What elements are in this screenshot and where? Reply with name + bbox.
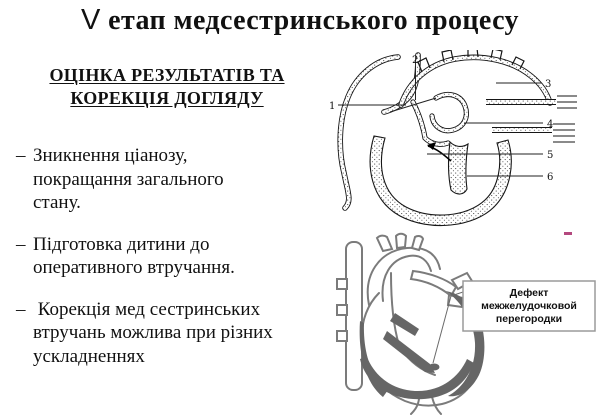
interventricular-septum [448, 140, 469, 195]
title-text: етап медсестринського процесу [100, 5, 519, 36]
defect-arrowhead [427, 142, 436, 150]
bullet-dash: – [16, 298, 26, 320]
aortic-arch-outer [366, 246, 441, 306]
bottom-vessel-fork-right [431, 396, 442, 415]
heart-dark-walls [359, 291, 485, 400]
superior-vena-cava [345, 241, 363, 391]
callout-leader-line [432, 291, 464, 364]
bullet-list: – Зникнення ціанозу, покращання загально… [16, 144, 318, 368]
label-4: 4 [547, 119, 553, 130]
bullet-item: – Зникнення ціанозу, покращання загально… [16, 144, 318, 215]
title-roman-numeral: V [81, 4, 101, 36]
bullet-dash: – [16, 233, 26, 255]
bullet-line: втручань можлива при різних [33, 322, 273, 343]
section-heading: ОЦІНКА РЕЗУЛЬТАТІВ ТА КОРЕКЦІЯ ДОГЛЯДУ [16, 64, 318, 110]
bullet-item: – Корекція мед сестринських втручань мож… [16, 298, 318, 369]
label-1: 1 [329, 101, 335, 112]
label-2-slash [389, 97, 437, 113]
bullet-line: ускладненнях [33, 345, 145, 367]
valve-dark-band [390, 313, 419, 336]
arch-branch-1 [375, 234, 394, 253]
bullet-line: Корекція мед сестринських [33, 298, 261, 320]
bullet-item: – Підготовка дитини до оперативного втру… [16, 233, 318, 280]
bullet-line: Підготовка дитини до [33, 233, 210, 255]
bottom-dark-band [360, 357, 474, 400]
aortic-arch-inner [381, 254, 432, 302]
septal-defect-spot [428, 363, 440, 371]
heart-vsd-diagram: Дефект межжелудочковой перегородки [336, 232, 596, 415]
label-6: 6 [547, 172, 553, 183]
aortic-arch-scallops [417, 50, 525, 73]
callout-line-1: Дефект [510, 287, 549, 299]
ventricle-wall-band [369, 135, 512, 226]
bullet-text: Корекція мед сестринських втручань можли… [33, 298, 273, 369]
diagram-top-labels: 1 2 3 4 5 6 [329, 55, 553, 183]
bullet-line: оперативного втручання. [33, 257, 235, 278]
svc-branch-stubs [336, 278, 348, 342]
heading-row: ОЦІНКА РЕЗУЛЬТАТІВ ТА [16, 64, 318, 87]
arch-branch-2 [394, 232, 408, 250]
heart-wall-lineart [340, 50, 577, 226]
label-5: 5 [547, 150, 553, 161]
arch-branch-3 [410, 234, 425, 252]
heart-cross-section-diagram: 1 2 3 4 5 6 [329, 50, 577, 226]
heading-line-2: КОРЕКЦІЯ ДОГЛЯДУ [70, 88, 264, 108]
callout-line-2: межжелудочковой [481, 300, 577, 312]
bullet-dash: – [16, 145, 26, 166]
label-2: 2 [412, 55, 418, 66]
bottom-vessel-fork-left [410, 398, 420, 415]
heading-line-1: ОЦІНКА РЕЗУЛЬТАТІВ ТА [49, 65, 285, 85]
pink-artifact-mark [564, 232, 572, 235]
bullet-line: стану. [33, 192, 81, 213]
heading-row: КОРЕКЦІЯ ДОГЛЯДУ [16, 87, 318, 110]
septum-dark-band [383, 331, 435, 373]
left-panel: ОЦІНКА РЕЗУЛЬТАТІВ ТА КОРЕКЦІЯ ДОГЛЯДУ –… [16, 64, 318, 386]
bullet-line: покращання загального [33, 168, 224, 190]
bullet-text: Зникнення ціанозу, покращання загального… [33, 144, 224, 215]
bullet-line: Зникнення ціанозу, [33, 145, 188, 166]
vessel-opening-stripes [553, 95, 577, 143]
label-3: 3 [545, 79, 551, 90]
callout-box [462, 280, 596, 332]
bullet-text: Підготовка дитини до оперативного втруча… [33, 233, 235, 280]
page-title: V етап медсестринського процесу [0, 3, 600, 38]
callout-line-3: перегородки [496, 313, 562, 325]
